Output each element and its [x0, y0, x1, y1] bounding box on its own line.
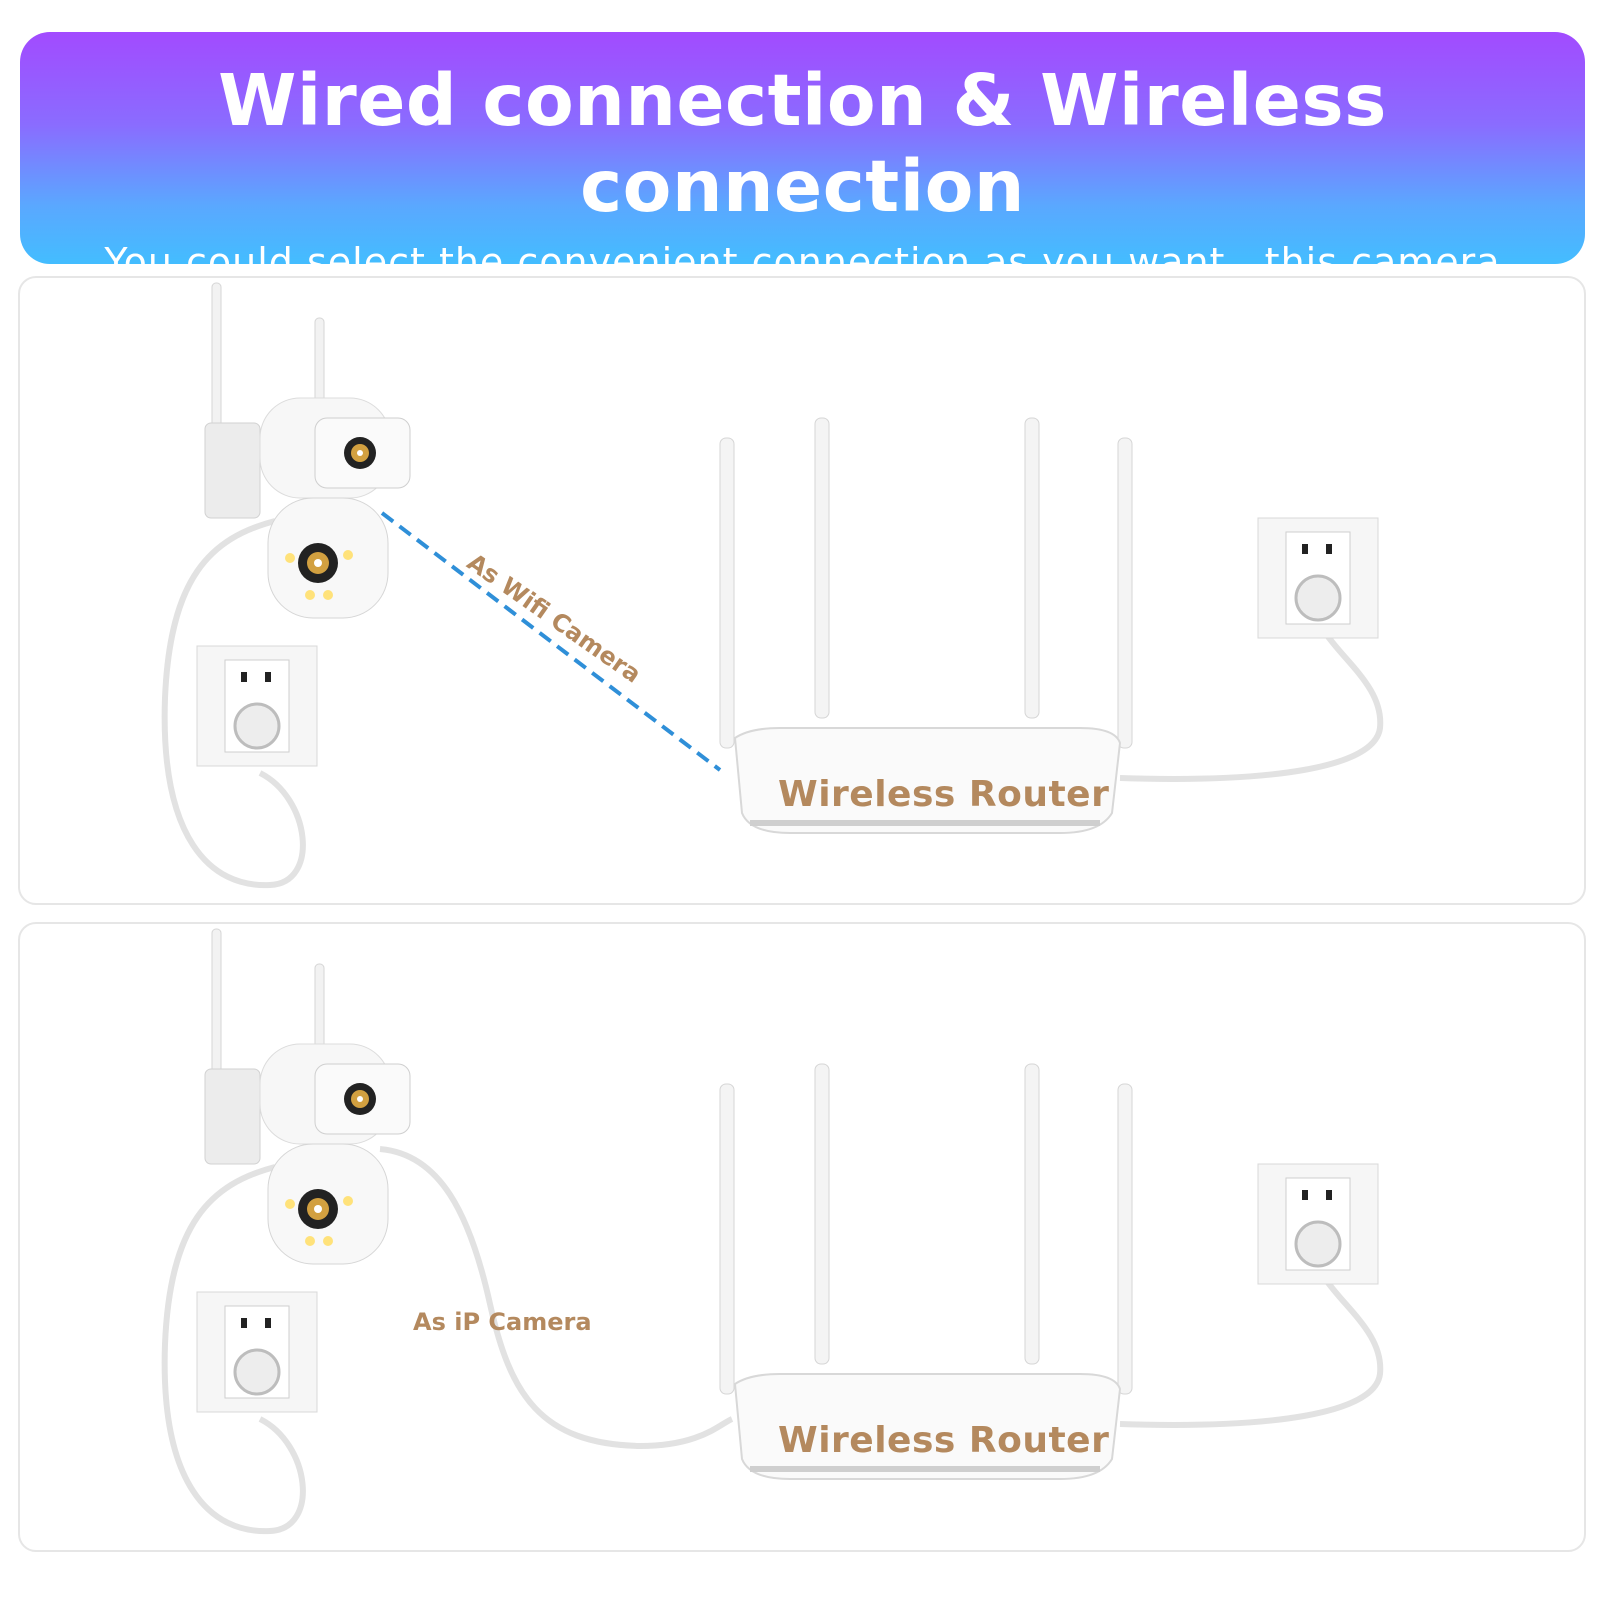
camera-wall-socket-icon: [197, 1292, 317, 1412]
router-icon: [720, 418, 1132, 833]
ip-camera-label: As iP Camera: [413, 1308, 592, 1336]
camera-wall-socket-icon: [197, 646, 317, 766]
router-icon: [720, 1064, 1132, 1479]
router-label: Wireless Router: [778, 1420, 1109, 1461]
ethernet-cable: [380, 1149, 732, 1446]
header-banner: Wired connection & Wireless connection Y…: [20, 32, 1585, 264]
wired-connection-panel: As iP Camera Wireless Router: [18, 922, 1586, 1552]
wireless-connection-panel: As Wifi Camera Wireless Router: [18, 276, 1586, 905]
router-wall-socket-icon: [1258, 518, 1378, 638]
wifi-link-line: [382, 513, 720, 770]
camera-icon: [205, 929, 410, 1264]
camera-icon: [205, 283, 410, 618]
router-wall-socket-icon: [1258, 1164, 1378, 1284]
page-title: Wired connection & Wireless connection: [20, 32, 1585, 230]
router-label: Wireless Router: [778, 774, 1109, 815]
